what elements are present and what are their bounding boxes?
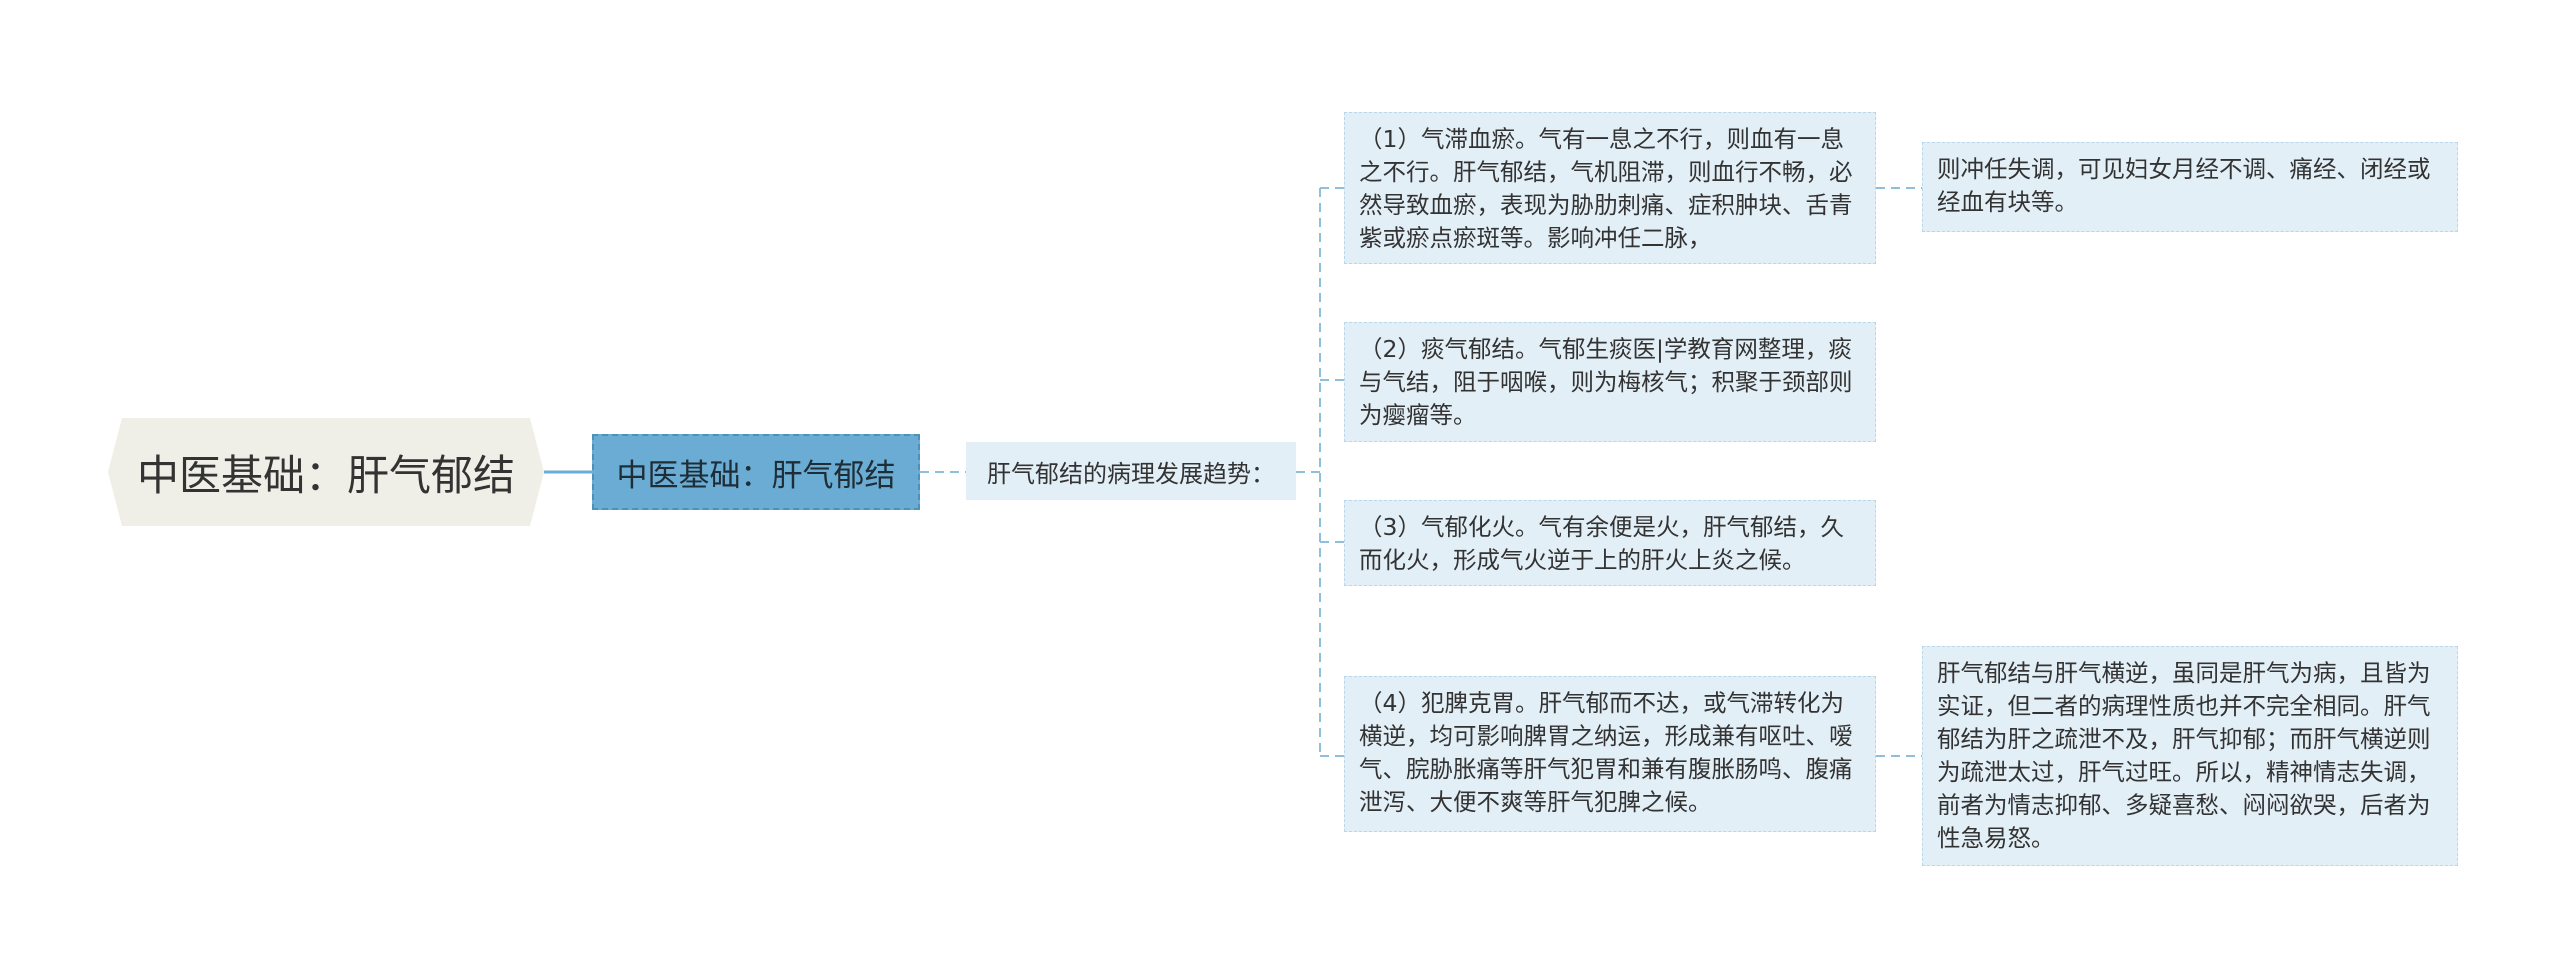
level2-title: 肝气郁结的病理发展趋势：: [987, 459, 1275, 488]
root-node[interactable]: 中医基础：肝气郁结: [108, 418, 544, 526]
branch-text-3: （3）气郁化火。气有余便是火，肝气郁结，久而化火，形成气火逆于上的肝火上炎之候。: [1359, 513, 1844, 574]
child-text-4: 肝气郁结与肝气横逆，虽同是肝气为病，且皆为实证，但二者的病理性质也并不完全相同。…: [1937, 659, 2431, 852]
child-text-1: 则冲任失调，可见妇女月经不调、痛经、闭经或经血有块等。: [1937, 155, 2431, 216]
child-node-4[interactable]: 肝气郁结与肝气横逆，虽同是肝气为病，且皆为实证，但二者的病理性质也并不完全相同。…: [1922, 646, 2458, 866]
branch-node-1[interactable]: （1）气滞血瘀。气有一息之不行，则血有一息之不行。肝气郁结，气机阻滞，则血行不畅…: [1344, 112, 1876, 264]
branch-node-2[interactable]: （2）痰气郁结。气郁生痰医|学教育网整理，痰与气结，阻于咽喉，则为梅核气；积聚于…: [1344, 322, 1876, 442]
branch-node-4[interactable]: （4）犯脾克胃。肝气郁而不达，或气滞转化为横逆，均可影响脾胃之纳运，形成兼有呕吐…: [1344, 676, 1876, 832]
child-node-1[interactable]: 则冲任失调，可见妇女月经不调、痛经、闭经或经血有块等。: [1922, 142, 2458, 232]
branch-text-4: （4）犯脾克胃。肝气郁而不达，或气滞转化为横逆，均可影响脾胃之纳运，形成兼有呕吐…: [1359, 689, 1853, 816]
root-title: 中医基础：肝气郁结: [136, 450, 515, 500]
level1-title: 中医基础：肝气郁结: [616, 457, 896, 494]
branch-text-1: （1）气滞血瘀。气有一息之不行，则血有一息之不行。肝气郁结，气机阻滞，则血行不畅…: [1359, 125, 1853, 252]
branch-text-2: （2）痰气郁结。气郁生痰医|学教育网整理，痰与气结，阻于咽喉，则为梅核气；积聚于…: [1359, 335, 1853, 429]
level2-node[interactable]: 肝气郁结的病理发展趋势：: [966, 442, 1296, 500]
level1-node[interactable]: 中医基础：肝气郁结: [592, 434, 920, 510]
branch-node-3[interactable]: （3）气郁化火。气有余便是火，肝气郁结，久而化火，形成气火逆于上的肝火上炎之候。: [1344, 500, 1876, 586]
